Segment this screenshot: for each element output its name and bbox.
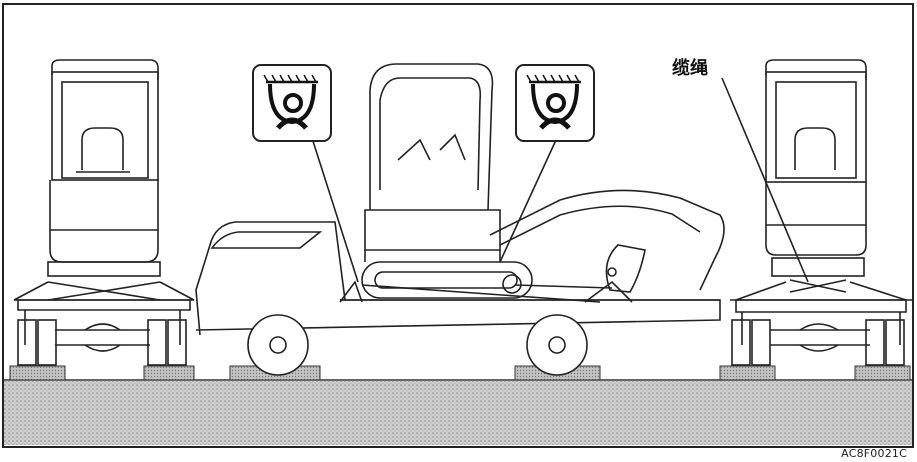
rope-label: 缆绳 [672,57,708,79]
wheel-chocks [10,366,910,380]
tie-down-symbol-right [516,65,594,141]
tie-down-symbol-left [253,65,331,141]
left-rear-view [14,60,194,365]
ground [4,380,912,445]
right-front-view [722,60,912,365]
figure-code: AC8F0021C [841,447,907,460]
